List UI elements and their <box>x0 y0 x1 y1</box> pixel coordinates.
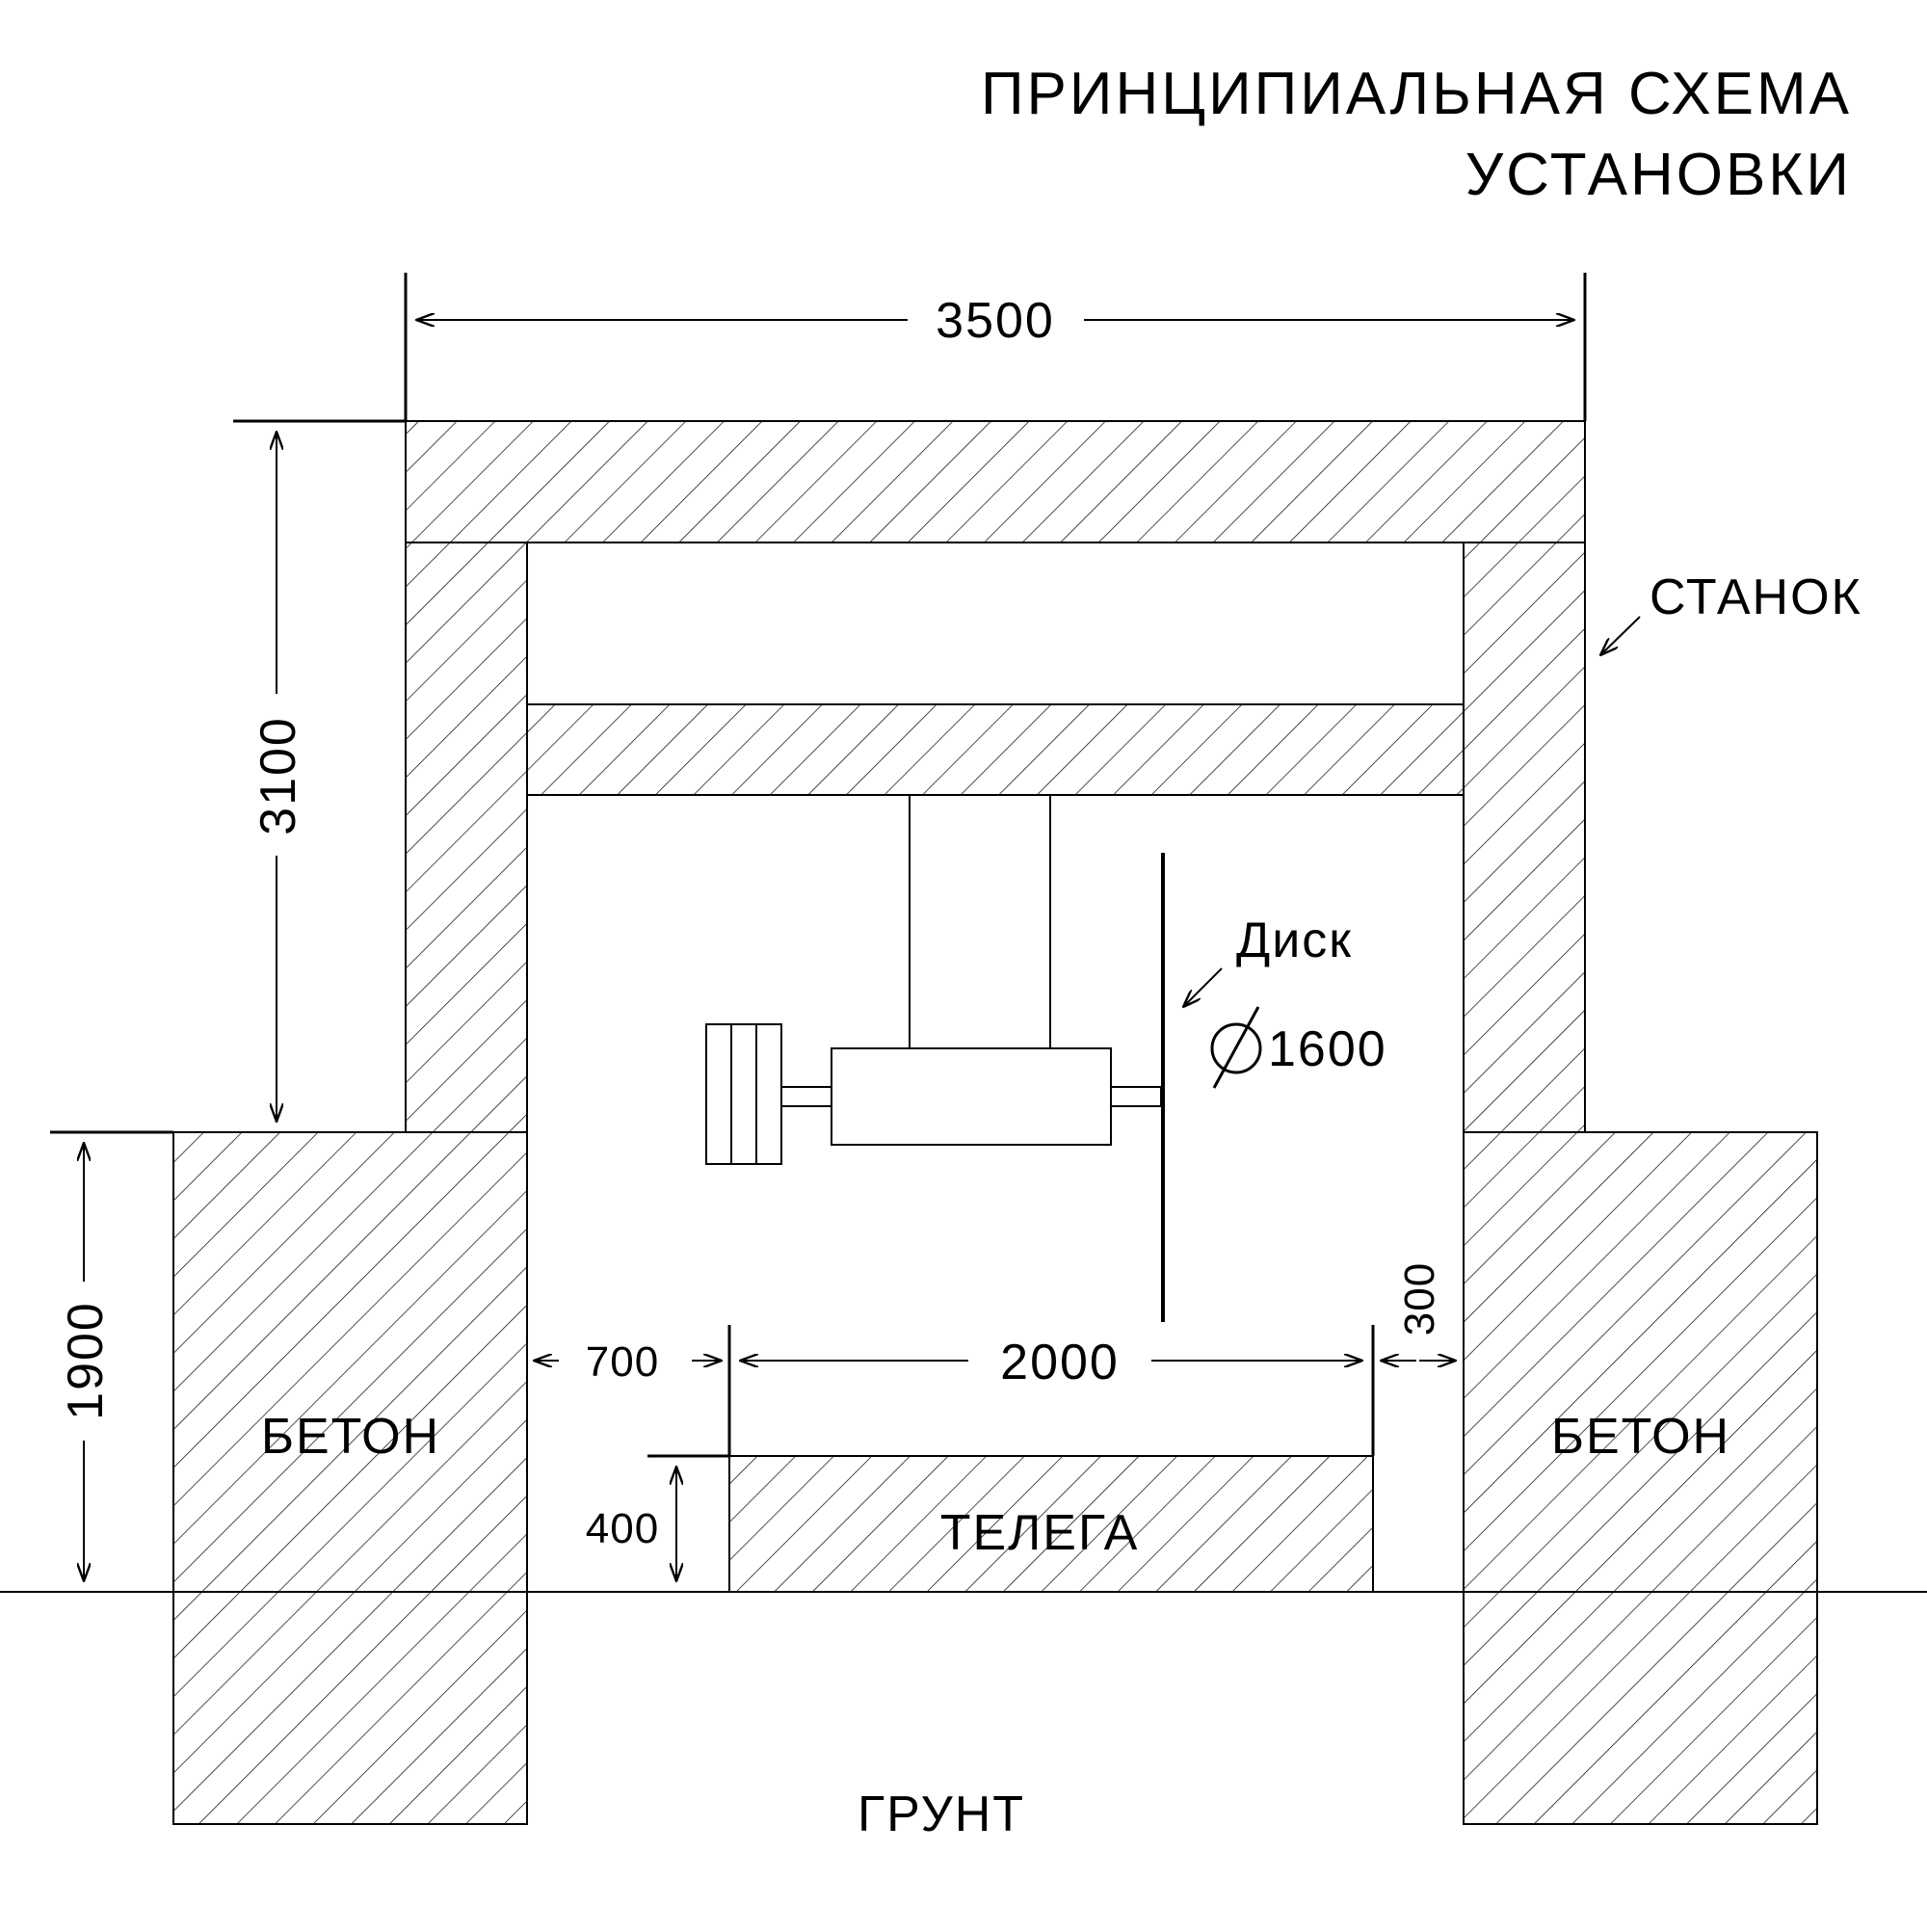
dimension-cart-height-value: 400 <box>586 1505 659 1552</box>
machine-label: СТАНОК <box>1650 569 1862 625</box>
machine-right-column <box>1463 542 1586 1133</box>
dimension-right-gap-value: 300 <box>1396 1262 1443 1336</box>
concrete-left-label: БЕТОН <box>261 1409 440 1465</box>
shaft-left <box>780 1086 832 1107</box>
shaft-right <box>1110 1086 1162 1107</box>
ground-label: ГРУНТ <box>858 1786 1025 1842</box>
diameter-symbol-icon <box>1210 1006 1262 1089</box>
disc-diameter: 1600 <box>1268 1021 1387 1077</box>
saw-assembly <box>705 795 1165 1322</box>
cart-label: ТЕЛЕГА <box>940 1505 1140 1561</box>
concrete-right-label: БЕТОН <box>1551 1409 1730 1465</box>
machine-left-column <box>405 542 528 1133</box>
disc-label-arrow <box>1183 967 1223 1007</box>
dimension-machine-height-value: 3100 <box>251 716 306 835</box>
dimension-concrete-height-value: 1900 <box>58 1301 114 1420</box>
dimension-right-gap: 300 <box>1381 1262 1456 1361</box>
title-line-1: ПРИНЦИПИАЛЬНАЯ СХЕМА <box>981 61 1852 127</box>
cart-block <box>728 1455 1374 1593</box>
dimension-concrete-height: 1900 <box>50 1130 173 1581</box>
dimension-machine-width-value: 3500 <box>936 293 1055 349</box>
machine-frame <box>405 420 1586 1133</box>
dimension-cart-height: 400 <box>586 1454 729 1581</box>
dimension-cart-length-value: 2000 <box>1000 1335 1120 1390</box>
machine-crossbeam <box>526 703 1465 796</box>
machine-label-arrow <box>1600 616 1641 655</box>
title-line-2: УСТАНОВКИ <box>1465 142 1852 208</box>
disc-label: Диск <box>1236 913 1353 968</box>
dimension-cart-length: 2000 <box>727 1325 1375 1456</box>
dimension-left-gap-value: 700 <box>586 1338 659 1386</box>
dimension-machine-height: 3100 <box>233 419 406 1122</box>
machine-top-beam <box>405 420 1586 543</box>
concrete-block-right <box>1463 1131 1818 1825</box>
motor-body <box>831 1047 1112 1146</box>
dimension-machine-width: 3500 <box>404 273 1587 421</box>
pulley <box>705 1023 782 1165</box>
dimension-left-gap: 700 <box>534 1338 722 1386</box>
concrete-block-left <box>172 1131 528 1825</box>
